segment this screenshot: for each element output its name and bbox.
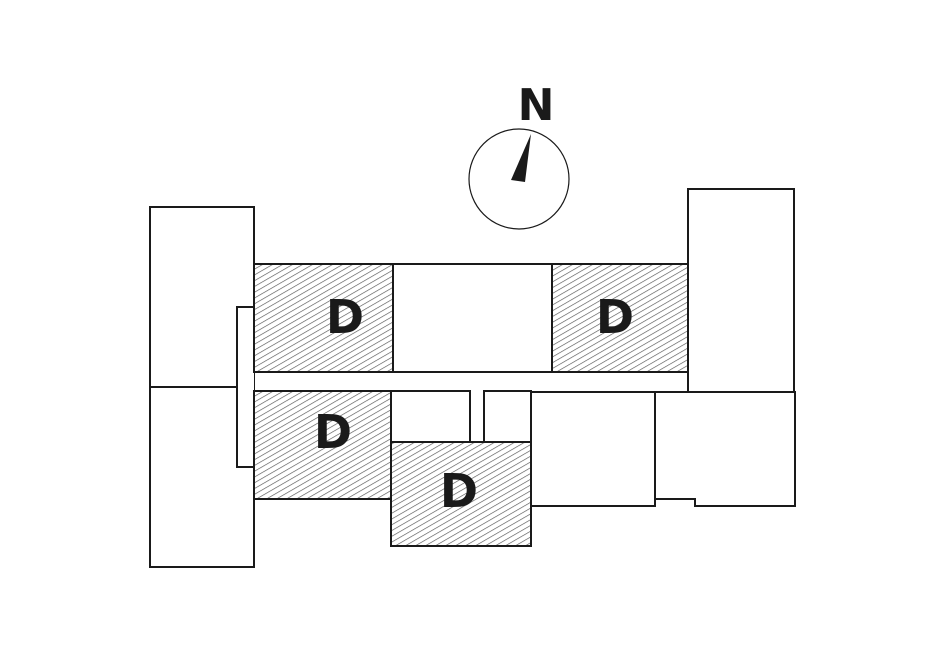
small-room-right [483,390,532,443]
north-label: N [518,80,555,131]
unit-d-upper-left [253,263,394,373]
right-wing-lower-block [654,391,796,507]
room-lower-right [530,391,656,507]
compass: N [468,80,570,230]
unit-label: D [326,290,364,344]
right-wing-upper-block [687,188,795,393]
unit-label: D [596,290,634,344]
small-room-left [390,390,471,443]
room-upper-middle [392,263,553,373]
corridor [236,306,254,468]
unit-label: D [440,464,478,518]
north-arrow-icon [511,134,531,182]
unit-label: D [314,405,352,459]
